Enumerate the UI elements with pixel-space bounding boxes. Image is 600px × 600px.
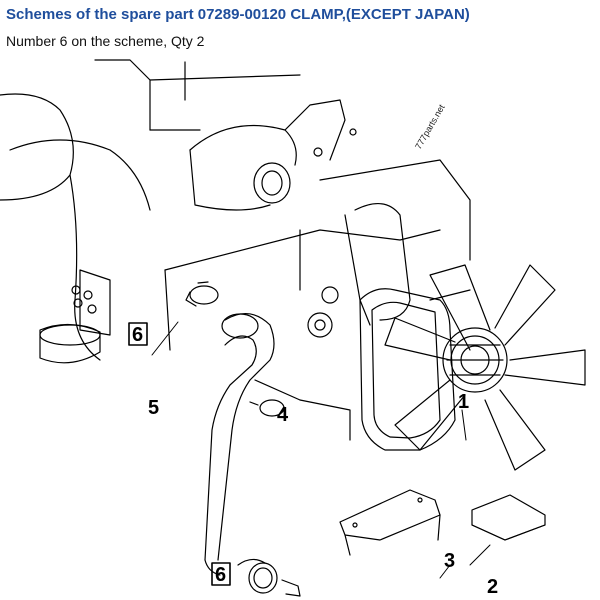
small-clamp — [249, 399, 285, 417]
part-quantity-note: Number 6 on the scheme, Qty 2 — [6, 33, 205, 49]
cover-plate — [471, 494, 546, 541]
callout-4[interactable]: 4 — [277, 404, 289, 426]
callout-2[interactable]: 2 — [487, 576, 498, 598]
callout-box-6-lower — [211, 562, 231, 586]
page-title: Schemes of the spare part 07289-00120 CL… — [6, 6, 470, 23]
callout-box-6-upper — [128, 322, 148, 346]
leader-lines — [151, 321, 491, 579]
callout-6-lower[interactable]: 6 — [215, 564, 226, 586]
callout-5[interactable]: 5 — [148, 397, 159, 419]
callout-6-upper[interactable]: 6 — [132, 324, 143, 346]
cooling-fan — [384, 264, 586, 471]
bracket-plate — [339, 489, 441, 556]
drive-belt — [307, 203, 411, 338]
fan-shroud — [359, 288, 456, 451]
upper-hose-clamp — [185, 281, 219, 307]
engine-block — [0, 59, 471, 441]
lower-hose-clamp — [237, 558, 301, 597]
turbocharger — [189, 99, 357, 211]
mounting-bracket — [39, 269, 111, 364]
callout-1[interactable]: 1 — [458, 391, 469, 413]
engine-scheme-diagram: 6 6 5 4 1 3 2 777parts.net — [0, 52, 600, 600]
site-watermark: 777parts.net — [413, 102, 447, 151]
radiator-hose — [204, 313, 275, 576]
callout-3[interactable]: 3 — [444, 550, 455, 572]
